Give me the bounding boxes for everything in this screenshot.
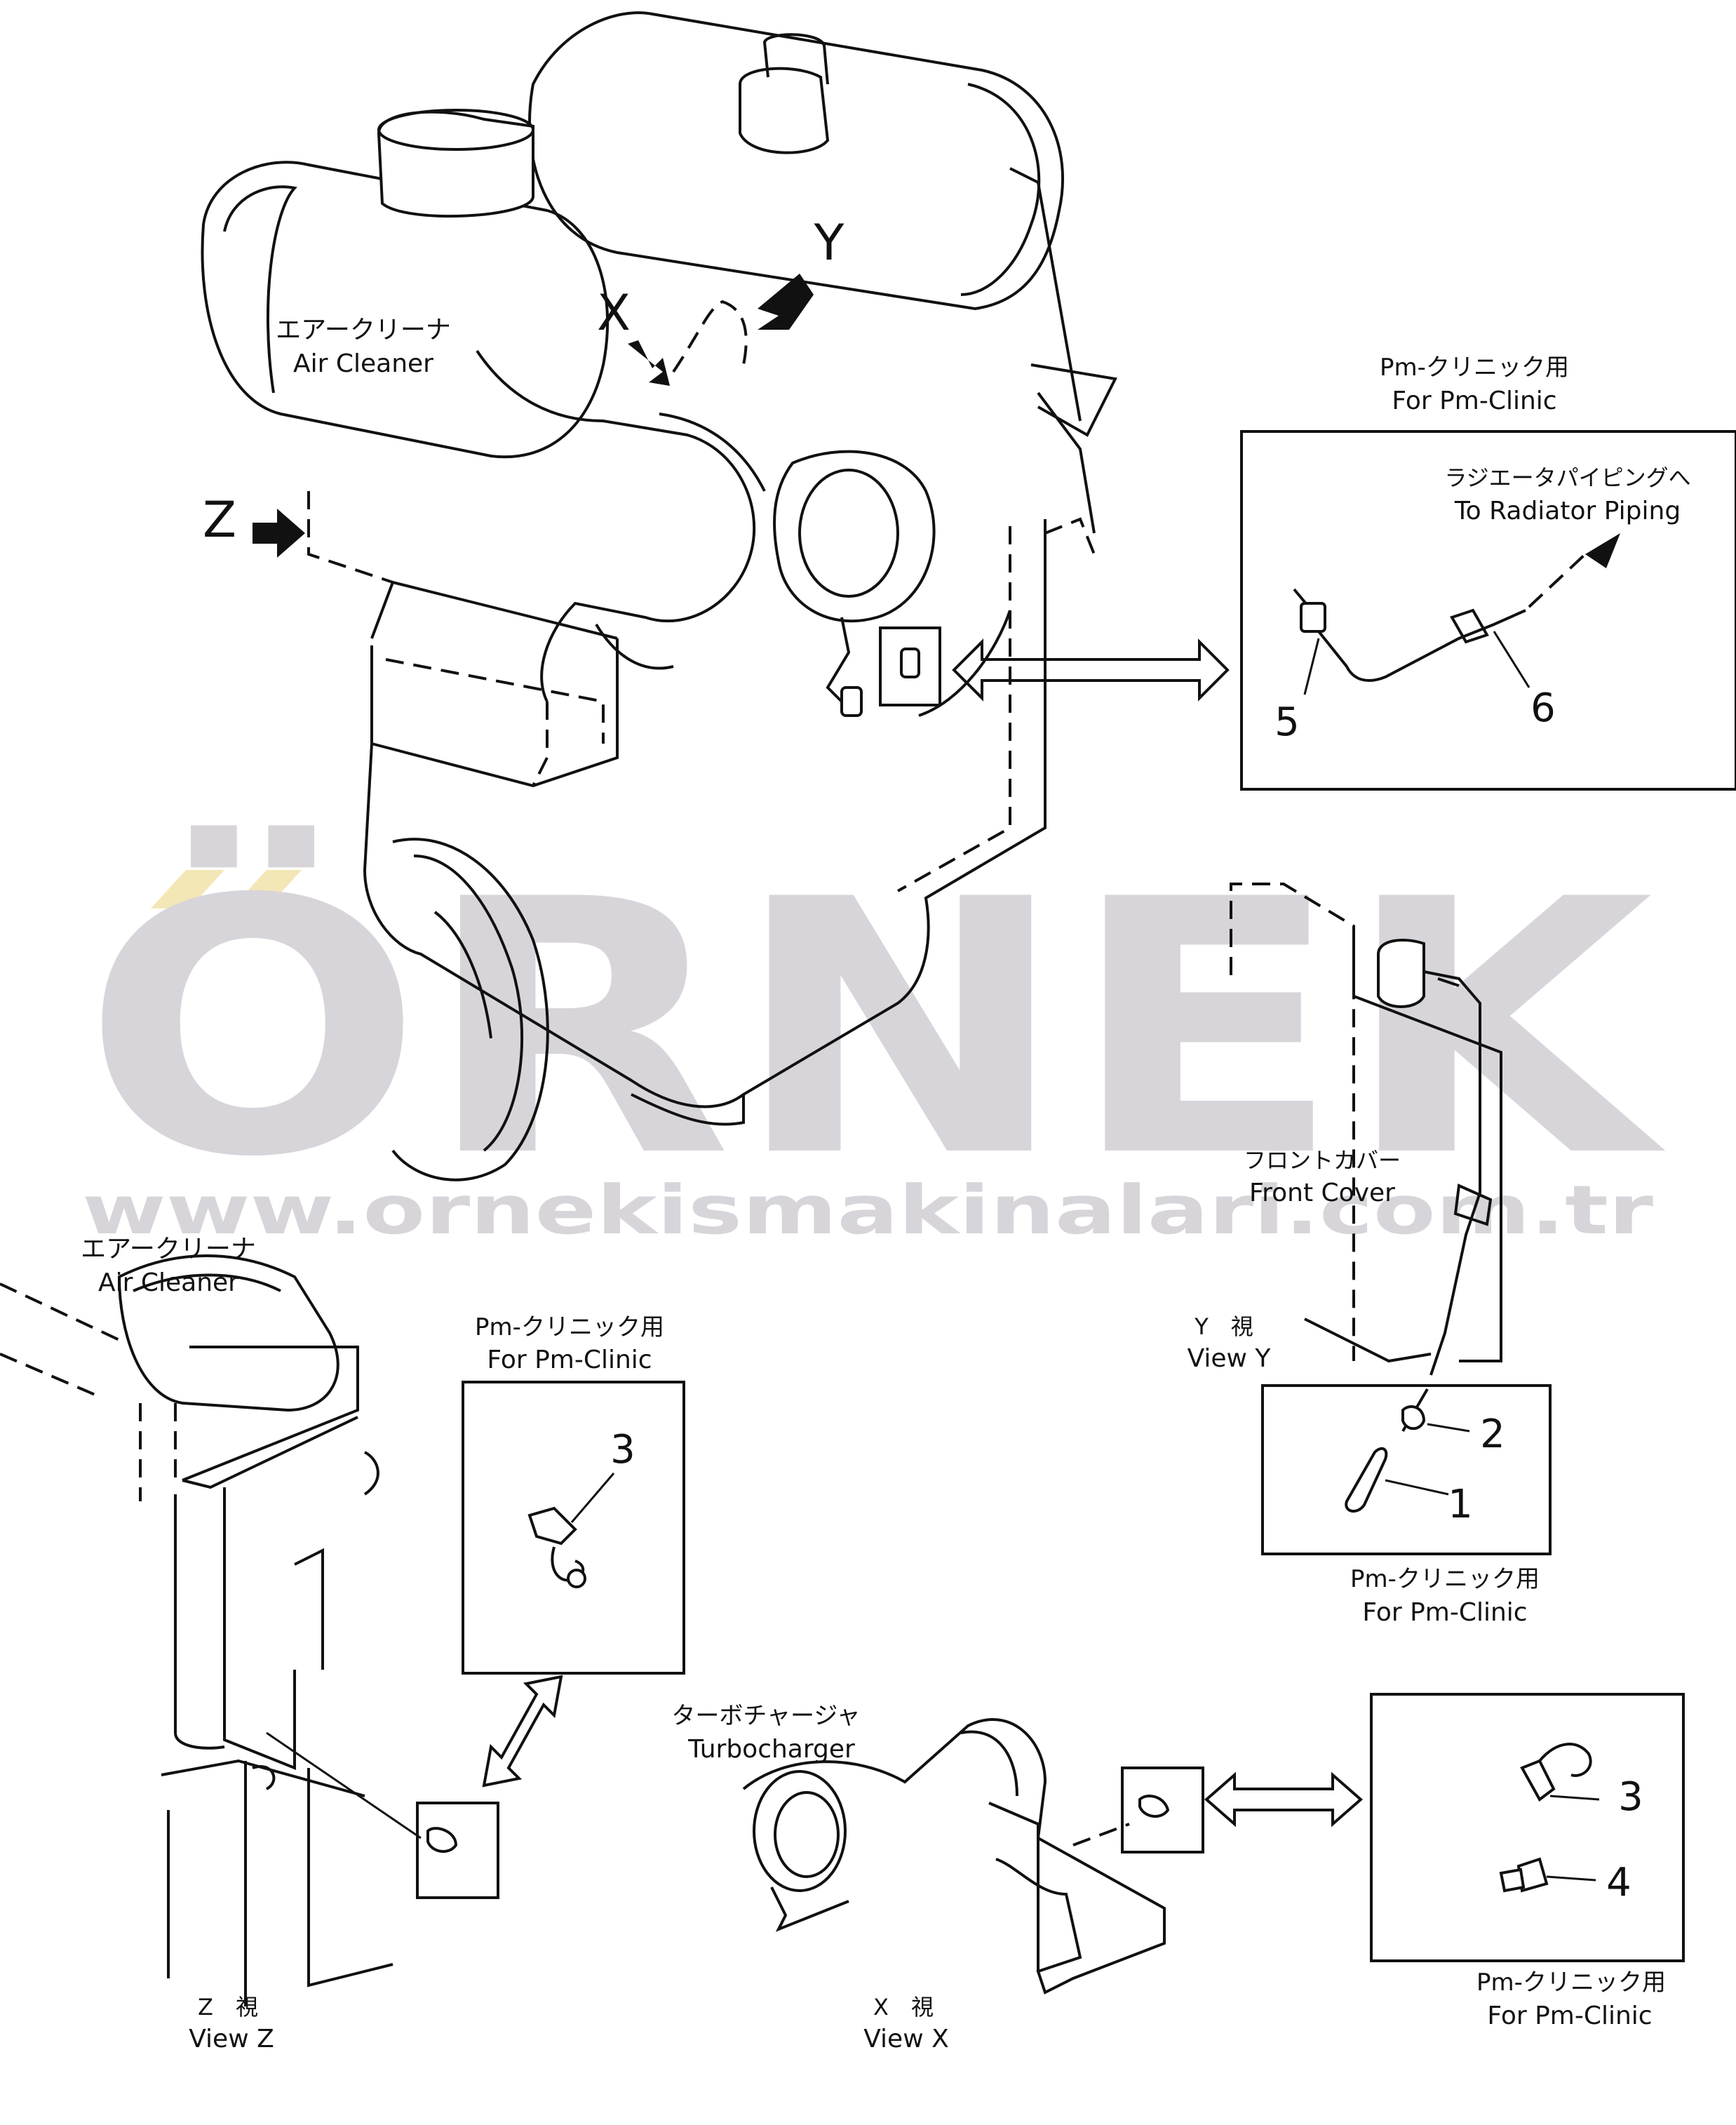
double-arrow-2-icon [482,1675,563,1788]
view-z-assembly: エアークリーナ Air Cleaner Z 視 View Z [0,1235,499,2053]
watermark-accent-left [151,870,224,909]
turbo-top [773,450,936,623]
callout-3a: 3 [610,1427,635,1473]
view-z-fitting-box [416,1802,499,1899]
svg-text:For Pm-Clinic: For Pm-Clinic [1362,1598,1527,1627]
watermark-url: www.ornekismakinalari.com.tr [82,1171,1654,1249]
view-x-assembly: ターボチャージャ Turbocharger X 視 View X [671,1702,1204,2053]
svg-text:For Pm-Clinic: For Pm-Clinic [487,1346,652,1374]
air-cleaner-upper-right [528,11,1065,311]
callout-4: 4 [1606,1860,1631,1905]
svg-text:ラジエータパイピングへ: ラジエータパイピングへ [1444,464,1690,491]
view-x-fitting-box [1121,1767,1204,1853]
arrow-z-icon [253,509,305,558]
svg-text:Pm-クリニック用: Pm-クリニック用 [1350,1565,1540,1593]
svg-text:Pm-クリニック用: Pm-クリニック用 [1380,354,1569,382]
svg-text:Turbocharger: Turbocharger [687,1735,855,1764]
engine-block [363,519,1047,1108]
watermark: ÖRNEK www.ornekismakinalari.com.tr [82,822,1668,1249]
svg-text:フロントカバー: フロントカバー [1244,1147,1401,1174]
svg-text:Pm-クリニック用: Pm-クリニック用 [1476,1969,1666,1997]
marker-x: X [597,284,631,342]
pm-clinic-box-2: 2 1 Pm-クリニック用 For Pm-Clinic [1261,1384,1552,1627]
svg-text:エアークリーナ: エアークリーナ [276,316,451,344]
callout-3b: 3 [1618,1774,1643,1820]
svg-text:For Pm-Clinic: For Pm-Clinic [1392,387,1556,415]
engine-assembly [201,11,1117,1181]
cleaner-cap [739,67,830,154]
front-cover-assembly: フロントカバー Front Cover Y 視 View Y [1187,883,1502,1433]
svg-text:For Pm-Clinic: For Pm-Clinic [1487,2002,1652,2030]
view-markers: Y X Z [203,214,845,558]
label-air-cleaner-top: エアークリーナ Air Cleaner [276,316,451,378]
arrow-x-icon [628,340,670,386]
svg-text:ターボチャージャ: ターボチャージャ [671,1702,860,1730]
air-cleaner-upper-left [201,161,609,459]
watermark-accent-right [231,870,302,909]
double-arrow-3-icon [1204,1771,1364,1828]
arrow-y-icon [758,274,814,330]
callout-2: 2 [1480,1412,1505,1457]
pm-fitting-box-top [879,626,941,706]
svg-text:Air Cleaner: Air Cleaner [98,1268,238,1297]
callout-5: 5 [1274,699,1300,745]
svg-text:View Z: View Z [189,2025,274,2053]
svg-text:Y 視: Y 視 [1194,1313,1253,1340]
svg-text:View Y: View Y [1187,1344,1272,1373]
callout-6: 6 [1530,685,1556,731]
marker-z: Z [203,491,236,549]
marker-y: Y [814,214,845,272]
svg-text:Pm-クリニック用: Pm-クリニック用 [475,1313,664,1341]
svg-text:Z 視: Z 視 [198,1994,258,2020]
pm-clinic-box-1: Pm-クリニック用 For Pm-Clinic ラジエータパイピングへ To R… [1240,354,1736,791]
intake-pipe [476,349,756,702]
watermark-brand: ÖRNEK [82,822,1668,1233]
svg-text:Front Cover: Front Cover [1249,1179,1395,1207]
svg-text:Air Cleaner: Air Cleaner [293,349,433,378]
svg-text:View X: View X [863,2025,949,2053]
pm-clinic-box-4: 3 4 Pm-クリニック用 For Pm-Clinic [1370,1693,1685,2030]
svg-text:X 視: X 視 [873,1994,934,2020]
pm-clinic-box-3: Pm-クリニック用 For Pm-Clinic 3 [462,1313,685,1675]
flywheel-housing [391,838,549,1181]
callout-1: 1 [1448,1482,1473,1527]
double-arrow-1-icon [952,638,1230,702]
svg-text:To Radiator Piping: To Radiator Piping [1454,497,1681,525]
